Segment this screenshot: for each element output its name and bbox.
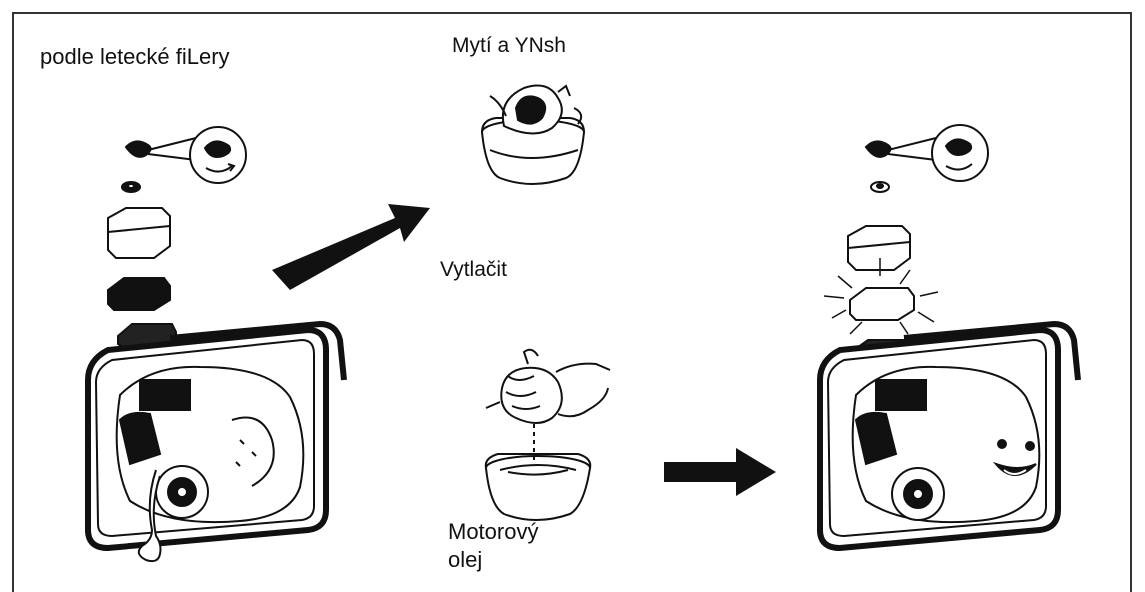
generator-before-icon bbox=[85, 126, 347, 563]
generator-after-icon bbox=[817, 124, 1081, 552]
squeezing-hand-icon bbox=[484, 348, 611, 521]
arrow-right-icon bbox=[272, 204, 430, 290]
squeeze-label: Vytlačit bbox=[440, 258, 507, 281]
arrow-right-icon bbox=[664, 448, 776, 496]
wash-label: Mytí a YNsh bbox=[452, 34, 566, 57]
diagram-frame bbox=[12, 12, 1132, 592]
washing-bowl-icon bbox=[481, 84, 585, 185]
engine-oil-label: Motorový olej bbox=[448, 519, 539, 572]
air-filter-label: podle letecké fiLery bbox=[40, 44, 230, 69]
